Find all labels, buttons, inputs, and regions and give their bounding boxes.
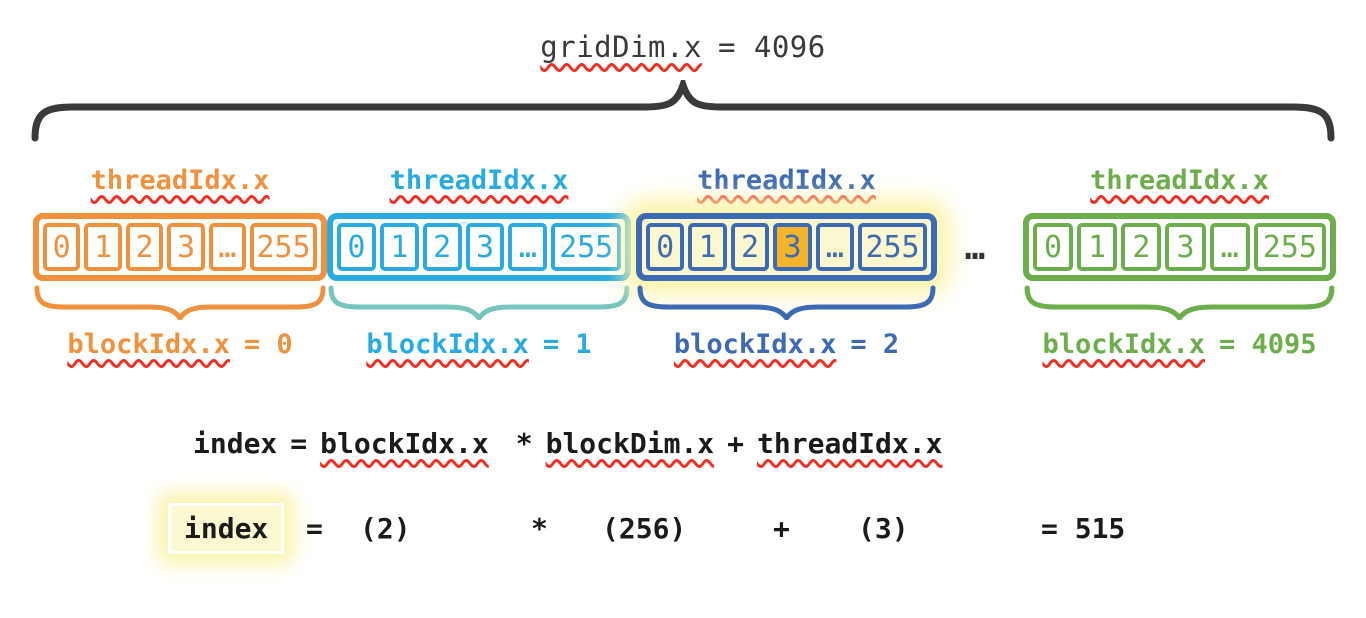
- block-idx-label: blockIdx.x = 2: [674, 329, 899, 360]
- thread-cell: 2: [730, 223, 770, 271]
- thread-cell: 2: [1121, 223, 1162, 271]
- block-underbrace-icon: [34, 285, 326, 320]
- grid-dim-term: gridDim.x: [540, 30, 702, 64]
- thread-cell: 0: [43, 223, 81, 271]
- index-calculation: index = (2) * (256) + (3) = 515: [0, 503, 1366, 565]
- block-underbrace-icon: [1024, 285, 1335, 320]
- thread-block-4095: threadIdx.x 0 1 2 3 … 255 blockIdx.x = 40…: [1023, 165, 1336, 360]
- calc-thread-idx-value: (3): [858, 512, 909, 545]
- thread-cells-box: 0 1 2 3 … 255: [636, 213, 937, 281]
- thread-cell: 2: [422, 223, 462, 271]
- block-idx-value: = 0: [243, 329, 293, 360]
- calc-plus: +: [773, 512, 790, 545]
- formula-thread-idx: threadIdx.x: [757, 427, 943, 460]
- block-idx-value: = 1: [542, 329, 592, 360]
- thread-cell: 3: [1165, 223, 1206, 271]
- formula-lhs: index: [193, 427, 278, 460]
- calc-block-idx-value: (2): [360, 512, 411, 545]
- thread-cell: 0: [646, 223, 685, 271]
- thread-cell: 2: [125, 223, 164, 271]
- block-idx-term: blockIdx.x: [366, 329, 529, 360]
- block-idx-label: blockIdx.x = 1: [366, 329, 591, 360]
- thread-cell: 1: [84, 223, 122, 271]
- calc-block-dim-value: (256): [602, 512, 687, 545]
- calc-multiply: *: [531, 512, 548, 545]
- block-idx-term: blockIdx.x: [673, 329, 837, 360]
- thread-idx-label: threadIdx.x: [1090, 165, 1269, 197]
- grid-dim-value: = 4096: [717, 30, 826, 64]
- thread-cell: 1: [1077, 223, 1118, 271]
- thread-idx-label: threadIdx.x: [390, 165, 569, 197]
- formula-block-idx: blockIdx.x: [320, 427, 489, 460]
- formula-multiply: *: [515, 427, 533, 460]
- block-underbrace-icon: [328, 285, 630, 320]
- calc-equals: =: [306, 512, 323, 545]
- thread-block-1: threadIdx.x 0 1 2 3 … 255 blockIdx.x = 1: [327, 165, 631, 360]
- thread-cell: 0: [1033, 223, 1074, 271]
- block-idx-label: blockIdx.x = 4095: [1042, 329, 1316, 360]
- thread-cells-box: 0 1 2 3 … 255: [33, 213, 327, 281]
- block-idx-value: = 4095: [1219, 329, 1317, 360]
- thread-block-2-highlighted: threadIdx.x 0 1 2 3 … 255 blockIdx.x = 2: [636, 165, 937, 360]
- formula-block-dim: blockDim.x: [545, 427, 715, 460]
- thread-idx-label-text: threadIdx.x: [90, 165, 270, 196]
- thread-idx-label: threadIdx.x: [697, 165, 876, 197]
- thread-idx-label-text: threadIdx.x: [1090, 165, 1269, 196]
- block-idx-label: blockIdx.x = 0: [67, 329, 292, 360]
- thread-block-0: threadIdx.x 0 1 2 3 … 255 blockIdx.x = 0: [33, 165, 327, 360]
- thread-cell: 1: [688, 223, 727, 271]
- thread-cell-ellipsis: …: [508, 223, 548, 271]
- thread-cell-ellipsis: …: [815, 223, 855, 271]
- calc-result: = 515: [1041, 512, 1126, 545]
- thread-cell: 3: [167, 223, 205, 271]
- thread-cell: 1: [379, 223, 419, 271]
- block-idx-term: blockIdx.x: [1042, 329, 1205, 360]
- blocks-ellipsis: …: [964, 228, 988, 268]
- grid-overbrace-icon: [31, 80, 1335, 142]
- thread-cell: 255: [858, 223, 927, 271]
- thread-cells-box: 0 1 2 3 … 255: [1023, 213, 1336, 281]
- highlighted-thread-cell: 3: [773, 223, 812, 271]
- block-underbrace-icon: [637, 285, 936, 320]
- thread-idx-label-text: threadIdx.x: [697, 165, 876, 196]
- formula-equals: =: [290, 427, 308, 460]
- thread-cell: 255: [551, 223, 622, 271]
- thread-cell: 255: [250, 223, 317, 271]
- thread-cell: 3: [465, 223, 505, 271]
- thread-cell: 0: [337, 223, 376, 271]
- highlighted-index-box: index: [168, 503, 285, 554]
- index-formula: index = blockIdx.x * blockDim.x + thread…: [193, 427, 942, 460]
- block-idx-value: = 2: [850, 329, 900, 360]
- thread-cell: 255: [1253, 223, 1326, 271]
- block-idx-term: blockIdx.x: [67, 329, 230, 360]
- thread-idx-label-text: threadIdx.x: [389, 165, 569, 196]
- thread-cell-ellipsis: …: [1209, 223, 1250, 271]
- grid-dim-title: gridDim.x = 4096: [0, 30, 1366, 64]
- formula-plus: +: [727, 427, 745, 460]
- thread-idx-label: threadIdx.x: [91, 165, 270, 197]
- thread-cell-ellipsis: …: [208, 223, 247, 271]
- thread-cells-box: 0 1 2 3 … 255: [327, 213, 631, 281]
